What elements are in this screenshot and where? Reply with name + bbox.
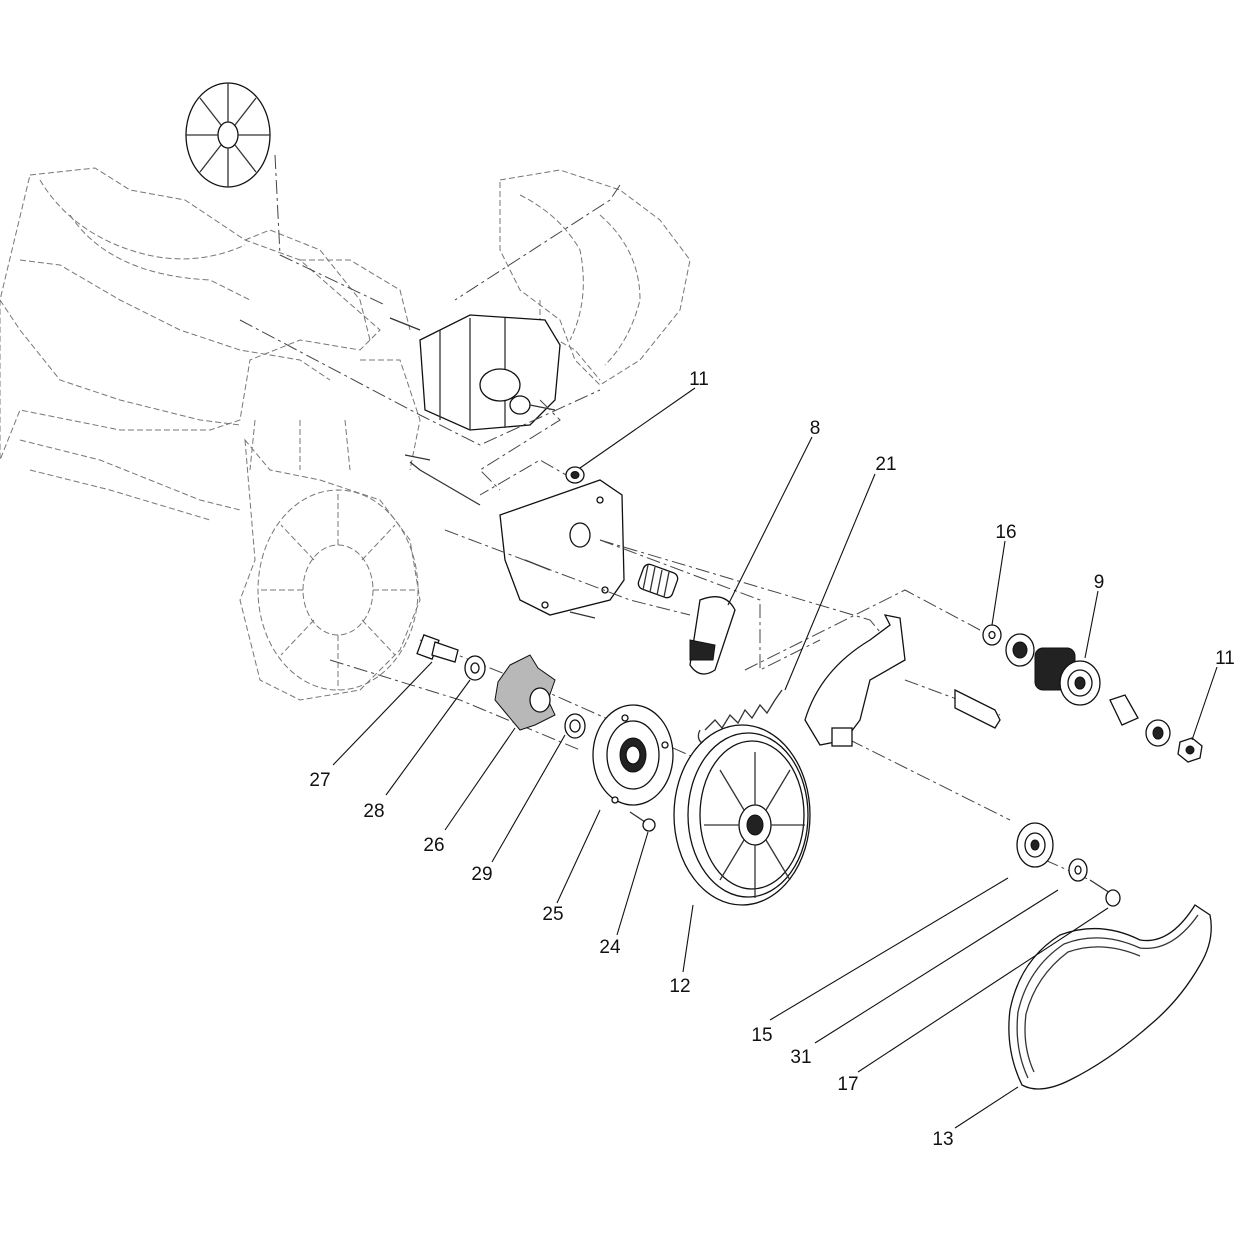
washer-28 xyxy=(464,655,486,681)
belt-8 xyxy=(689,596,736,675)
washer-16 xyxy=(982,624,1002,646)
auger-housing-ghost xyxy=(0,167,691,701)
drive-pulley-12 xyxy=(673,724,811,906)
washer-31 xyxy=(1068,858,1088,882)
callout-16: 16 xyxy=(995,522,1016,543)
callout-21: 21 xyxy=(875,454,896,475)
washer-29 xyxy=(564,713,586,739)
hub-flange-25 xyxy=(592,704,674,806)
callout-11a: 11 xyxy=(689,369,709,390)
bearing-near-16 xyxy=(1005,633,1035,667)
callout-26: 26 xyxy=(423,835,444,856)
callout-8: 8 xyxy=(810,418,821,439)
pulley-9 xyxy=(1034,647,1101,706)
callout-labels: 11 8 21 16 9 11 27 28 26 29 25 24 12 15 … xyxy=(309,369,1234,1150)
pinion-gear xyxy=(637,563,679,599)
gearbox xyxy=(389,314,561,431)
impeller-fan xyxy=(185,82,271,188)
coupler-26 xyxy=(494,654,556,731)
screw-24 xyxy=(629,811,656,832)
bolt-17 xyxy=(1089,879,1121,907)
callout-28: 28 xyxy=(363,801,384,822)
leader-lines xyxy=(332,387,1218,1129)
idler-bracket xyxy=(804,614,1001,747)
mounting-plate xyxy=(499,479,625,619)
callout-11b: 11 xyxy=(1215,648,1235,669)
callout-13: 13 xyxy=(932,1129,953,1150)
callout-9: 9 xyxy=(1094,572,1105,593)
drive-shaft xyxy=(404,454,481,506)
callout-27: 27 xyxy=(309,770,330,791)
belt-13 xyxy=(1008,904,1212,1090)
callout-24: 24 xyxy=(599,937,621,958)
callout-25: 25 xyxy=(542,904,563,925)
callout-31: 31 xyxy=(790,1047,811,1068)
bushing-11a xyxy=(565,466,585,484)
callout-17: 17 xyxy=(837,1074,858,1095)
callout-29: 29 xyxy=(471,864,492,885)
nut-11b xyxy=(1177,737,1203,763)
spacer xyxy=(1109,694,1171,747)
bearing-15 xyxy=(1016,822,1054,868)
callout-12: 12 xyxy=(669,976,690,997)
callout-15: 15 xyxy=(751,1025,772,1046)
bolt-27 xyxy=(416,634,459,663)
